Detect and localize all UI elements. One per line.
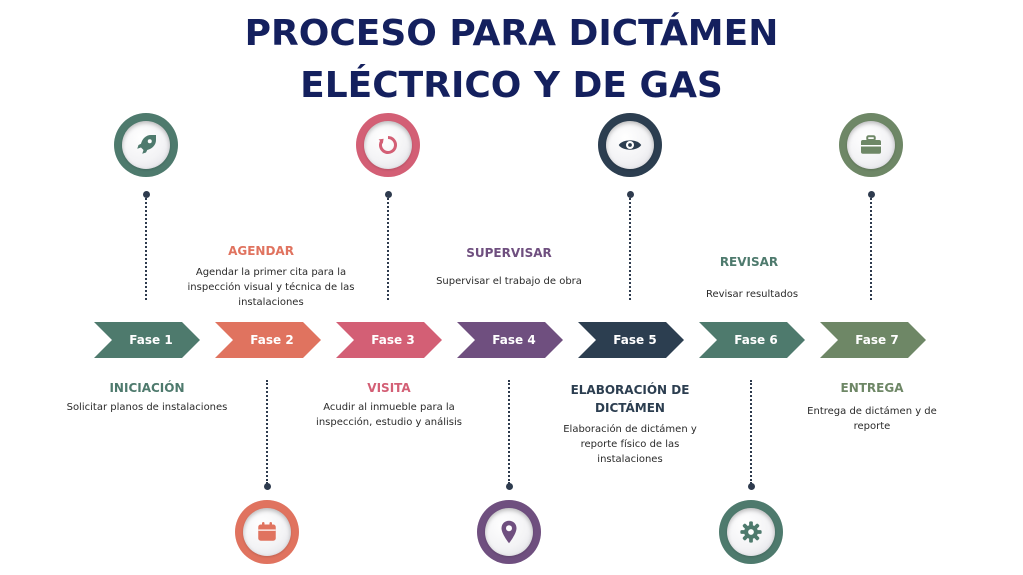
- phase-5-connector-dot: [627, 191, 634, 198]
- refresh-icon: [378, 136, 397, 154]
- phase-7-chevron: Fase 7: [820, 322, 926, 358]
- phase-6-connector: [750, 380, 752, 484]
- phase-4-connector-dot: [506, 483, 513, 490]
- phase-1-title: INICIACIÓN: [109, 381, 185, 395]
- phase-3-chevron: Fase 3: [336, 322, 442, 358]
- phase-6-node: [719, 500, 783, 564]
- phase-3-node: [356, 113, 420, 177]
- briefcase-icon: [861, 135, 881, 154]
- phase-7-label: Fase 7: [855, 333, 899, 347]
- phase-1-description: Solicitar planos de instalaciones: [66, 402, 228, 413]
- phase-7-connector: [870, 198, 872, 300]
- phase-6-chevron: Fase 6: [699, 322, 805, 358]
- location-pin-icon: [501, 520, 517, 544]
- phase-1-node: [114, 113, 178, 177]
- phase-5-label: Fase 5: [613, 333, 657, 347]
- phase-1-connector: [145, 198, 147, 300]
- phase-6-connector-dot: [748, 483, 755, 490]
- phase-4-connector: [508, 380, 510, 484]
- phase-6-title: REVISAR: [719, 255, 779, 269]
- rocket-icon: [137, 135, 156, 154]
- phase-5-chevron: Fase 5: [578, 322, 684, 358]
- phase-4-description: Supervisar el trabajo de obra: [436, 276, 582, 287]
- phase-3-description: Acudir al inmueble para la inspección, e…: [316, 402, 462, 428]
- eye-icon: [618, 140, 642, 150]
- phase-7-description: Entrega de dictámen y de reporte: [807, 406, 937, 432]
- phase-2-connector: [266, 380, 268, 484]
- phase-2-label: Fase 2: [250, 333, 294, 347]
- phase-7-connector-dot: [868, 191, 875, 198]
- phase-2-connector-dot: [264, 483, 271, 490]
- phase-5-node: [598, 113, 662, 177]
- phase-2-title: AGENDAR: [228, 244, 294, 258]
- phase-1-chevron: Fase 1: [94, 322, 200, 358]
- title-line-1: PROCESO PARA DICTÁMEN: [244, 13, 779, 54]
- phase-4-title: SUPERVISAR: [466, 246, 552, 260]
- page-title: PROCESO PARA DICTÁMEN ELÉCTRICO Y DE GAS: [0, 8, 1023, 112]
- calendar-icon: [258, 522, 276, 541]
- phase-5-connector: [629, 198, 631, 300]
- phase-3-connector: [387, 198, 389, 300]
- phase-2-description: Agendar la primer cita para la inspecció…: [187, 267, 355, 308]
- gear-icon: [740, 521, 762, 543]
- phase-7-node: [839, 113, 903, 177]
- phase-4-chevron: Fase 4: [457, 322, 563, 358]
- phase-6-label: Fase 6: [734, 333, 778, 347]
- phase-5-description: Elaboración de dictámen y reporte físico…: [563, 424, 697, 465]
- phase-5-title: ELABORACIÓN DE DICTÁMEN: [570, 383, 690, 415]
- phase-4-label: Fase 4: [492, 333, 536, 347]
- phase-3-connector-dot: [385, 191, 392, 198]
- phase-1-connector-dot: [143, 191, 150, 198]
- phase-7-title: ENTREGA: [840, 381, 904, 395]
- phase-2-node: [235, 500, 299, 564]
- phase-3-label: Fase 3: [371, 333, 415, 347]
- phase-2-chevron: Fase 2: [215, 322, 321, 358]
- phase-1-label: Fase 1: [129, 333, 173, 347]
- phase-4-node: [477, 500, 541, 564]
- title-line-2: ELÉCTRICO Y DE GAS: [300, 65, 723, 106]
- phase-3-title: VISITA: [367, 381, 411, 395]
- phase-6-description: Revisar resultados: [705, 289, 799, 300]
